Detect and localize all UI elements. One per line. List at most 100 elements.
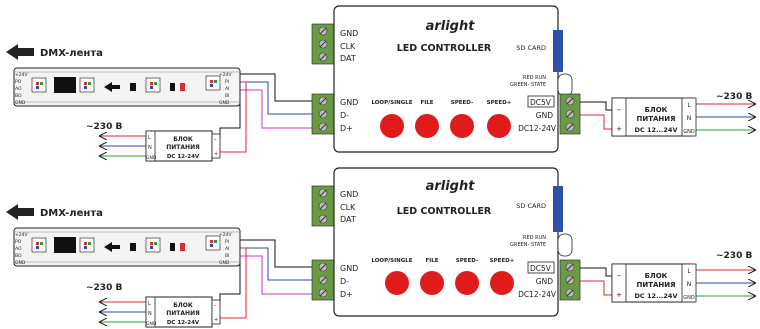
power-supply-large-top: – + БЛОК ПИТАНИЯ DC 12...24V L N GND ~23… [611, 92, 752, 137]
psu-plus: + [616, 291, 622, 299]
wires-top [100, 73, 755, 156]
psu-voltage: DC 12...24V [635, 292, 678, 300]
pin-label: GND [15, 100, 26, 106]
loop-single-button[interactable] [380, 114, 404, 138]
led-strip-bottom: +24V PO AO BO GND [13, 227, 241, 267]
diagram-row-top: DMX-лента +24V PO AO BO GND [6, 5, 755, 162]
strip-components-top [31, 75, 221, 93]
left-arrow-icon [6, 44, 34, 60]
psu-terminal-label: GND [146, 321, 157, 327]
psu-minus: – [617, 105, 621, 114]
terminal-block-top-left-upper [311, 23, 335, 65]
power-label: DC5V [530, 98, 552, 107]
power-label: DC12-24V [518, 290, 557, 299]
psu-terminal-label: GND [146, 155, 157, 161]
dmx-strip-label: DMX-лента [40, 208, 103, 219]
pin-label: BO [15, 93, 22, 99]
dmx-strip-label: DMX-лента [40, 48, 103, 59]
psu-title: БЛОК [645, 272, 668, 280]
left-arrow-icon [6, 204, 34, 220]
speed-plus-button[interactable] [487, 114, 511, 138]
loop-single-button[interactable] [385, 271, 409, 295]
pin-label: PO [15, 239, 22, 245]
file-button[interactable] [415, 114, 439, 138]
psu-title: ПИТАНИЯ [166, 144, 200, 151]
power-label: GND [536, 277, 553, 286]
strip-pins-right-top: +24V PI AI BI GND [219, 72, 232, 106]
psu-plus: + [214, 317, 218, 323]
psu-minus: – [214, 303, 217, 309]
terminal-label: CLK [340, 42, 356, 51]
speed-minus-button[interactable] [450, 114, 474, 138]
pin-label: PO [15, 79, 22, 85]
brand-logo: arlight [426, 19, 476, 34]
brand-logo: arlight [426, 179, 476, 194]
sd-card-label: SD CARD [516, 44, 546, 52]
resistor [170, 243, 175, 251]
button-label: SPEED- [456, 258, 478, 264]
psu-terminal-label: N [687, 115, 692, 122]
direction-arrow-icon [104, 82, 120, 92]
terminal-label: GND [340, 98, 358, 107]
psu-title: ПИТАНИЯ [636, 281, 675, 289]
controller-title: LED CONTROLLER [397, 43, 492, 54]
terminal-label: D- [340, 111, 349, 120]
pin-label: AO [15, 246, 22, 252]
terminal-label: D+ [340, 124, 353, 133]
power-supply-large-bottom: – + БЛОК ПИТАНИЯ DC 12...24V L N GND ~23… [611, 251, 752, 303]
button-label: SPEED+ [487, 100, 512, 106]
power-supply-small-top: ~230 В L N GND БЛОК ПИТАНИЯ DC 12-24V – … [86, 122, 221, 162]
status-label: RED RUN [523, 235, 546, 241]
mains-label: ~230 В [86, 122, 122, 132]
strip-pins-right-bottom: +24V PI AI BI GND [219, 232, 232, 266]
pin-label: GND [219, 260, 230, 266]
speed-minus-button[interactable] [455, 271, 479, 295]
psu-plus: + [616, 125, 622, 133]
led-controller-bottom: GND CLK DAT GND D- D+ arlight LED CONTRO… [311, 167, 581, 317]
button-label: SPEED- [451, 100, 473, 106]
power-label: GND [536, 111, 553, 120]
terminal-block-top-left-lower [311, 93, 335, 135]
power-supply-small-bottom: ~230 В L N GND БЛОК ПИТАНИЯ DC 12-24V – … [86, 283, 221, 328]
button-label: SPEED+ [490, 258, 515, 264]
strip-components-bottom [31, 235, 221, 253]
pin-label: AI [225, 86, 229, 92]
strip-pins-left-bottom: +24V PO AO BO GND [15, 232, 28, 266]
psu-title: ПИТАНИЯ [166, 310, 200, 317]
psu-minus: – [617, 271, 621, 280]
wires-bottom [100, 239, 755, 322]
pin-label: GND [15, 260, 26, 266]
mains-label: ~230 В [86, 283, 122, 293]
dmx-strip-label-top: DMX-лента [6, 44, 103, 60]
terminal-block-bottom-left-upper [311, 185, 335, 227]
psu-title: ПИТАНИЯ [636, 115, 675, 123]
terminal-block-top-right [559, 93, 581, 135]
direction-arrow-icon [104, 242, 120, 252]
terminal-label: GND [340, 264, 358, 273]
power-label: DC5V [530, 264, 552, 273]
psu-terminal-label: GND [683, 129, 695, 135]
file-button[interactable] [420, 271, 444, 295]
psu-voltage: DC 12-24V [167, 320, 200, 326]
capacitor [180, 243, 185, 251]
speed-plus-button[interactable] [490, 271, 514, 295]
strip-pins-left-top: +24V PO AO BO GND [15, 72, 28, 106]
sd-card [553, 30, 563, 72]
pin-label: AI [225, 246, 229, 252]
button-label: FILE [425, 258, 438, 264]
power-label: DC12-24V [518, 124, 557, 133]
pin-label: PI [225, 239, 229, 245]
terminal-label: D- [340, 277, 349, 286]
psu-title: БЛОК [173, 136, 193, 143]
button-label: FILE [420, 100, 433, 106]
button-label: LOOP/SINGLE [371, 100, 412, 106]
pin-label: AO [15, 86, 22, 92]
button-label: LOOP/SINGLE [371, 258, 412, 264]
pin-label: +24V [15, 72, 28, 78]
status-led-housing [557, 233, 573, 257]
pin-label: +24V [15, 232, 28, 238]
diagram-row-bottom: DMX-лента +24V PO AO BO GND [6, 167, 755, 328]
pin-label: +24V [219, 72, 232, 78]
